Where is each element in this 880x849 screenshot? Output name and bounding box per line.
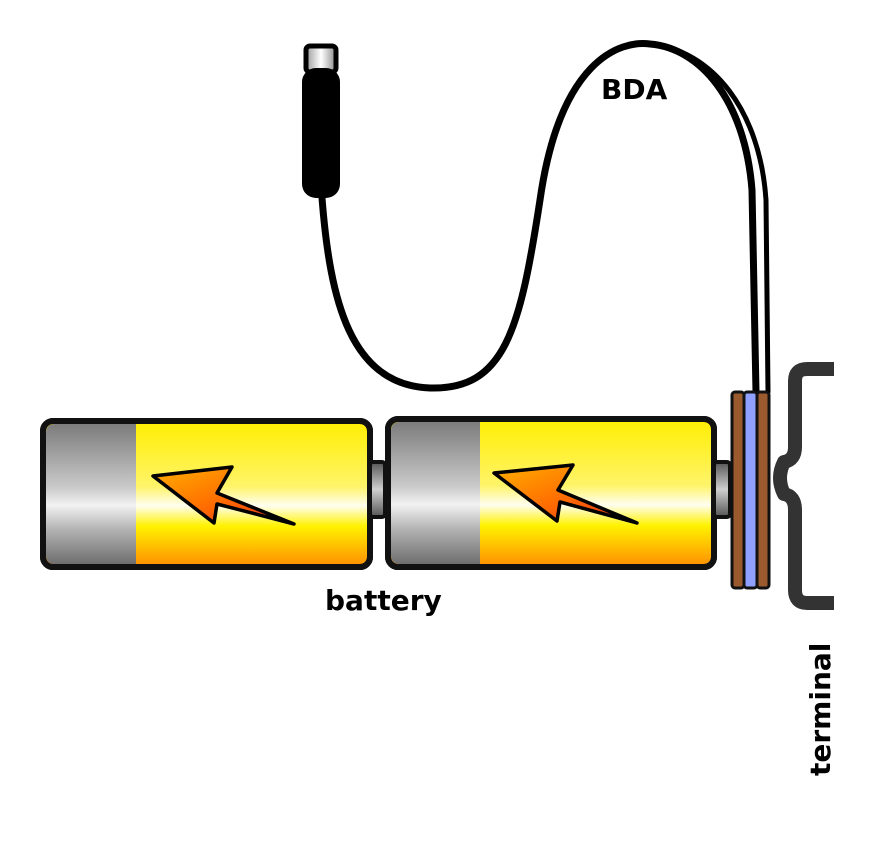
lightning-icon [492,463,639,525]
battery-label: battery [325,584,442,617]
battery-left-nub [368,460,387,519]
contact-ring-brown [755,390,771,590]
battery-right-cap [391,422,480,564]
battery-right [385,416,732,570]
battery-right-nub [712,460,732,519]
bda-cable-main [318,40,760,396]
contact-ring-blue [742,390,759,590]
terminal-clip [773,362,834,610]
terminal-label: terminal [804,643,837,776]
bda-cable-strand [647,41,771,395]
bda-cable [318,40,771,396]
connector-body [302,68,340,198]
bda-label: BDA [601,73,668,106]
bda-contact-rings [730,390,771,590]
battery-left-cap [46,424,136,564]
lightning-icon [151,465,296,526]
battery-left [40,418,387,570]
contact-ring-brown [730,390,746,590]
bda-connector [302,43,340,198]
